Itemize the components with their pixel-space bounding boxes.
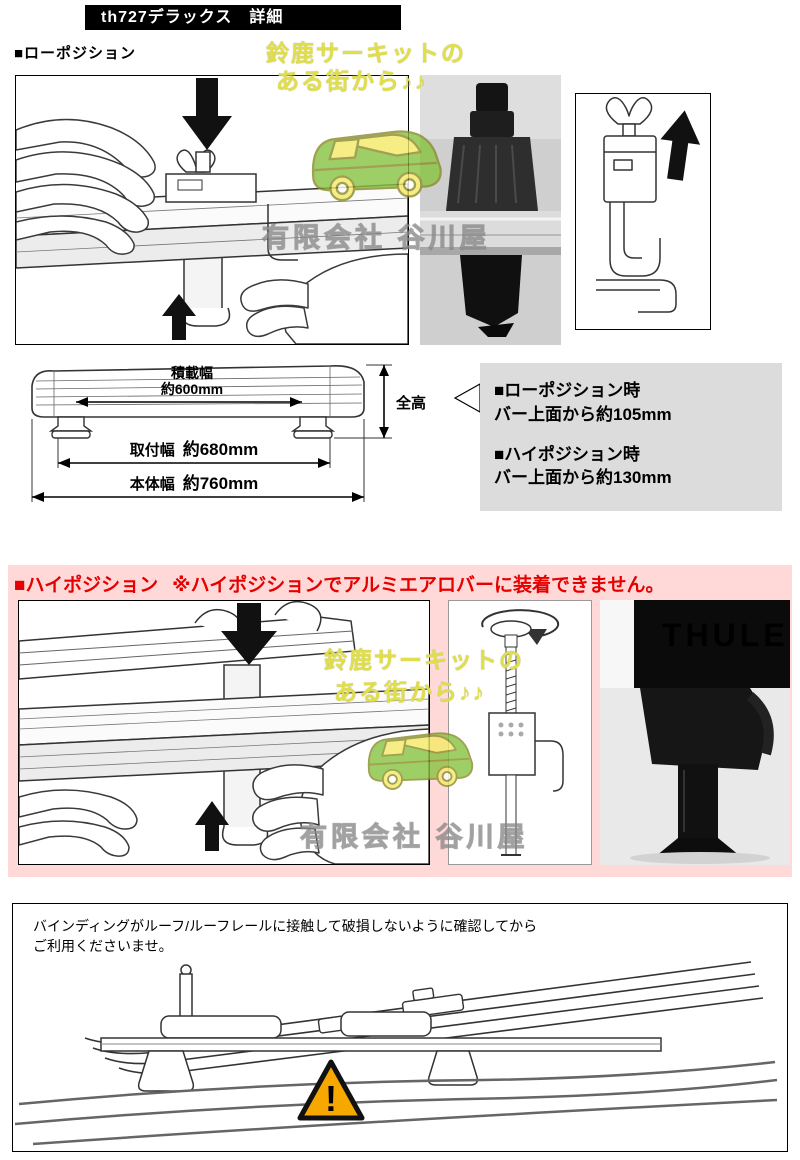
high-position-warning: ※ハイポジションでアルミエアロバーに装着できません。	[172, 575, 665, 596]
left-hand-illustration	[19, 789, 138, 857]
warning-icon: !	[297, 1059, 365, 1121]
clamp-detail-box	[575, 93, 711, 330]
carrier-holder	[19, 601, 356, 680]
mount-width-label: 取付幅約680mm	[130, 439, 259, 459]
photo-bar	[420, 211, 561, 255]
product-clamp-body	[640, 688, 770, 770]
thule-photo-illustration: THULE	[600, 600, 790, 865]
clamp-hook	[267, 204, 298, 261]
side-hook	[535, 740, 564, 792]
up-arrow-icon	[195, 801, 229, 851]
aero-bar	[19, 688, 429, 782]
low-position-illustration	[16, 78, 408, 344]
screw-illustration-box	[448, 600, 592, 865]
crossbar	[16, 183, 408, 269]
info-pointer-icon	[453, 382, 481, 414]
low-position-photo	[420, 75, 561, 345]
down-arrow-icon	[221, 603, 277, 665]
caution-text: バインディングがルーフ/ルーフレールに接触して破損しないように確認してから ご利…	[33, 916, 537, 957]
page-title: th727デラックス 詳細	[85, 5, 401, 30]
carrier-feet	[48, 416, 336, 439]
bottom-plate	[596, 279, 677, 313]
clamp-assembly	[165, 149, 257, 203]
load-width-value: 約600mm	[161, 381, 223, 397]
high-position-section: ■ハイポジション※ハイポジションでアルミエアロバーに装着できません。	[8, 565, 792, 877]
dimension-diagram: 積載幅 約600mm 全高 取付幅約680mm 本体幅約760mm	[31, 364, 481, 502]
total-height-label: 全高	[395, 394, 426, 412]
high-position-heading: ■ハイポジション※ハイポジションでアルミエアロバーに装着できません。	[14, 575, 665, 596]
load-width-label: 積載幅	[170, 365, 213, 381]
up-arrow-icon	[162, 294, 196, 340]
roof-mounted-illustration: !	[14, 961, 778, 1146]
left-hand-illustration	[16, 118, 156, 255]
low-position-time-label: ■ローポジション時	[494, 381, 641, 400]
photo-clamp-body	[446, 137, 538, 211]
clamp-detail-illustration	[596, 97, 701, 313]
high-position-illustration-box	[18, 600, 430, 865]
down-arrow-icon	[182, 78, 232, 150]
foot-towers	[137, 1050, 479, 1092]
svg-text:!: !	[325, 1078, 337, 1119]
rotate-arrow-icon	[481, 609, 560, 638]
high-position-time-label: ■ハイポジション時	[494, 444, 640, 464]
threaded-rod	[505, 646, 517, 714]
high-position-value: バー上面から約130mm	[494, 468, 672, 488]
adjuster-block	[488, 712, 536, 776]
high-position-illustration	[19, 601, 429, 864]
product-foot	[656, 838, 740, 856]
lower-hook	[221, 826, 269, 846]
low-position-illustration-box	[15, 75, 409, 345]
caution-box: バインディングがルーフ/ルーフレールに接触して破損しないように確認してから ご利…	[12, 903, 788, 1152]
clamp-photo-illustration	[420, 75, 561, 345]
screw-illustration	[481, 609, 564, 856]
caution-line1: バインディングがルーフ/ルーフレールに接触して破損しないように確認してから	[33, 918, 538, 934]
ski-carrier	[100, 964, 662, 1052]
body-width-label: 本体幅約760mm	[130, 473, 259, 493]
caution-line2: ご利用くださいませ。	[33, 938, 173, 955]
position-info-box: ■ローポジション時 バー上面から約105mm ■ハイポジション時 バー上面から約…	[480, 363, 782, 511]
photo-lower-clamp	[460, 255, 522, 337]
watermark-text-line1: 鈴鹿サーキットの	[266, 40, 466, 66]
logo-banner	[634, 600, 790, 688]
wing-nut	[605, 97, 653, 125]
up-arrow-icon	[660, 110, 701, 181]
thule-product-photo: THULE	[600, 600, 790, 865]
low-position-heading: ■ローポジション	[14, 45, 137, 62]
right-hand-illustration	[240, 253, 408, 344]
brand-logo: THULE	[662, 617, 789, 653]
photo-knob	[470, 83, 514, 137]
low-position-value: バー上面から約105mm	[494, 404, 672, 424]
roof-rails	[14, 1060, 778, 1146]
